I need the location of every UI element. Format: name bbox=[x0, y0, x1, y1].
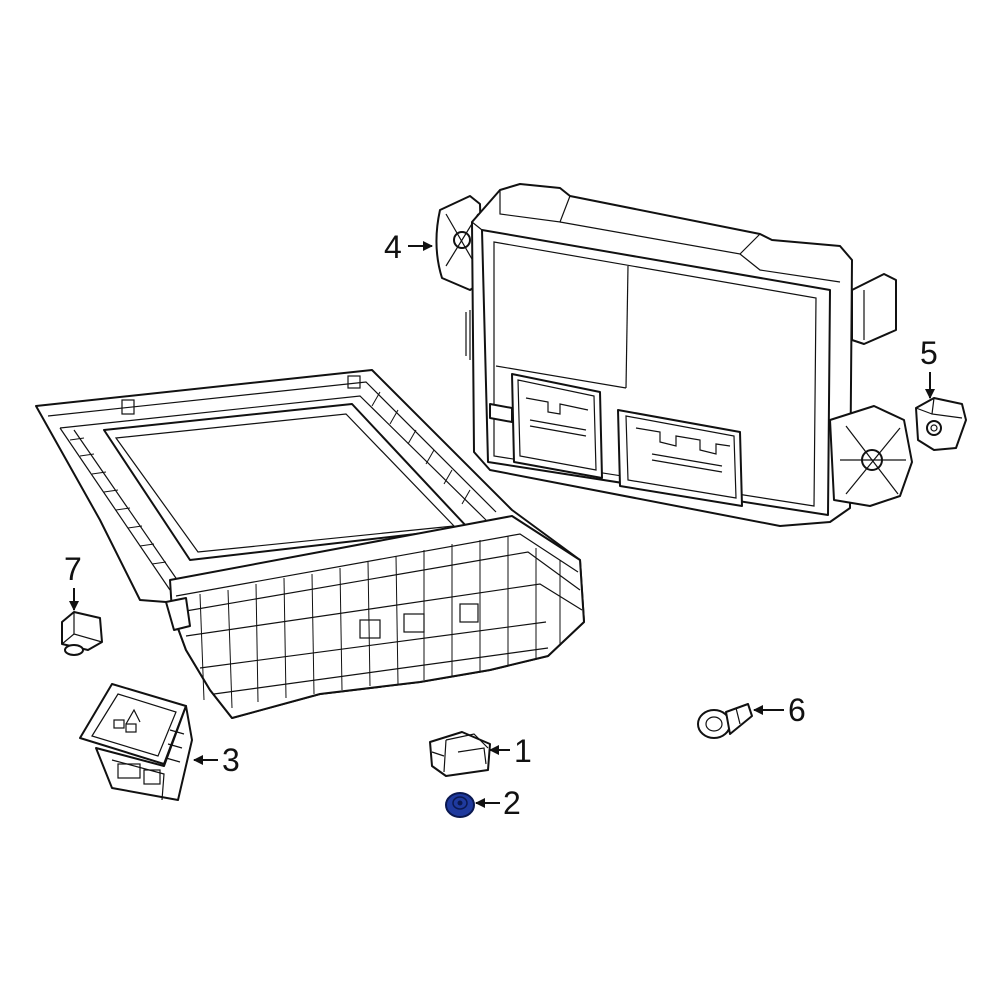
switch-part-3[interactable] bbox=[79, 683, 193, 801]
liftgate-assembly bbox=[35, 369, 585, 719]
callout-label-5: 5 bbox=[920, 335, 938, 371]
nut-part-5[interactable] bbox=[915, 397, 967, 451]
grommet-part-2[interactable] bbox=[445, 792, 475, 818]
callout-7: 7 bbox=[64, 551, 82, 611]
callout-4: 4 bbox=[384, 229, 433, 265]
callout-label-1: 1 bbox=[514, 733, 532, 769]
clip-part-1[interactable] bbox=[429, 731, 491, 777]
callout-2: 2 bbox=[475, 785, 521, 821]
callout-label-6: 6 bbox=[788, 692, 806, 728]
callout-6: 6 bbox=[753, 692, 806, 728]
callout-label-4: 4 bbox=[384, 229, 402, 265]
callout-1: 1 bbox=[489, 733, 532, 769]
callout-3: 3 bbox=[193, 742, 240, 778]
sensor-part-7[interactable] bbox=[61, 611, 103, 656]
control-module-part[interactable] bbox=[435, 183, 913, 527]
callout-label-2: 2 bbox=[503, 785, 521, 821]
callout-label-7: 7 bbox=[64, 551, 82, 587]
screw-part-6[interactable] bbox=[697, 703, 753, 739]
callout-5: 5 bbox=[920, 335, 938, 399]
callout-label-3: 3 bbox=[222, 742, 240, 778]
